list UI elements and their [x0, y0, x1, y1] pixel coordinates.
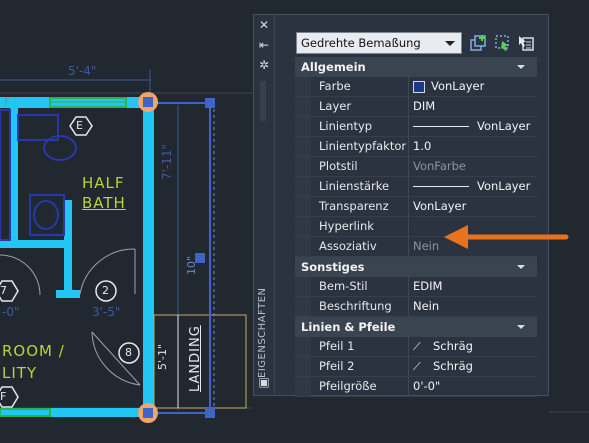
- dimension-top-text: 5'-4": [68, 64, 97, 78]
- room-label-half: HALF: [82, 174, 125, 192]
- tag-7: 7: [0, 284, 7, 297]
- oblique-arrowhead-icon: ⟋: [413, 340, 421, 353]
- property-value[interactable]: EDIM: [413, 279, 443, 293]
- properties-palette: ✕ ⇤ ✲ EIGENSCHAFTEN ▣ Gedrehte Bemaßung …: [253, 14, 549, 397]
- property-name: Plotstil: [311, 157, 409, 176]
- section-title: Linien & Pfeile: [301, 320, 396, 334]
- property-value[interactable]: 0'-0": [413, 379, 441, 393]
- property-row-transparenz[interactable]: Transparenz VonLayer: [295, 197, 537, 217]
- tag-e: E: [76, 119, 83, 132]
- section-sonstiges[interactable]: Sonstiges: [295, 257, 537, 277]
- property-value[interactable]: [409, 217, 537, 236]
- property-value[interactable]: ⟋Schräg: [409, 337, 537, 356]
- property-name: Farbe: [311, 77, 409, 96]
- property-row-pfeil-2[interactable]: Pfeil 2⟋Schräg: [295, 357, 537, 377]
- palette-title-text: EIGENSCHAFTEN: [257, 287, 268, 379]
- property-name: Assoziativ: [311, 237, 409, 256]
- dimension-right-text: 7'-11": [160, 143, 174, 180]
- object-type-value: Gedrehte Bemaßung: [301, 36, 421, 50]
- select-objects-icon[interactable]: [494, 34, 512, 52]
- property-name: Layer: [311, 97, 409, 116]
- room-label-bath: BATH: [82, 194, 126, 212]
- section-linien-pfeile[interactable]: Linien & Pfeile: [295, 317, 537, 337]
- collapse-icon[interactable]: [517, 325, 525, 329]
- object-type-select[interactable]: Gedrehte Bemaßung: [296, 32, 462, 54]
- oblique-arrowhead-icon: ⟋: [413, 360, 421, 373]
- property-row-assoziativ[interactable]: Assoziativ Nein: [295, 237, 537, 257]
- dimension-right-small-text: 10": [185, 255, 198, 275]
- dimension-lower-text: 3'-5": [92, 305, 121, 319]
- property-row-plotstil[interactable]: Plotstil VonFarbe: [295, 157, 537, 177]
- property-value: VonFarbe: [413, 159, 467, 173]
- drag-grip[interactable]: [260, 81, 266, 121]
- tag-8: 8: [125, 346, 132, 359]
- palette-menu-icon[interactable]: ▣: [258, 375, 270, 389]
- property-row-layer[interactable]: Layer DIM: [295, 97, 537, 117]
- property-value[interactable]: VonLayer: [413, 199, 467, 213]
- landing-label: LANDING: [188, 325, 203, 392]
- property-value: Nein: [413, 239, 440, 253]
- tag-f-top: F: [4, 97, 10, 108]
- section-allgemein[interactable]: Allgemein: [295, 57, 537, 77]
- property-name: Linienstärke: [311, 177, 409, 196]
- property-row-bem-stil[interactable]: Bem-Stil EDIM: [295, 277, 537, 297]
- lineweight-preview: [413, 186, 469, 187]
- collapse-icon[interactable]: [517, 65, 525, 69]
- palette-settings-icon[interactable]: ✲: [258, 58, 270, 72]
- collapse-icon[interactable]: [517, 265, 525, 269]
- room-label-lower-2: LITY: [2, 364, 38, 382]
- scrollbar[interactable]: [539, 59, 545, 389]
- property-value[interactable]: VonLayer: [409, 177, 537, 196]
- palette-title-strip[interactable]: ✕ ⇤ ✲ EIGENSCHAFTEN ▣: [254, 15, 275, 395]
- property-row-linientypfaktor[interactable]: Linientypfaktor 1.0: [295, 137, 537, 157]
- dimension-middle-text: 5'-1": [156, 343, 169, 370]
- property-value[interactable]: ⟋Schräg: [409, 357, 537, 376]
- tag-2: 2: [102, 284, 109, 297]
- color-swatch: [413, 80, 425, 93]
- property-name: Beschriftung: [311, 297, 409, 316]
- close-icon[interactable]: ✕: [258, 18, 270, 32]
- property-name: Pfeilgröße: [311, 377, 409, 396]
- linetype-preview: [413, 126, 469, 127]
- property-value[interactable]: VonLayer: [409, 117, 537, 136]
- property-name: Transparenz: [311, 197, 409, 216]
- tag-f: F: [0, 390, 7, 403]
- quick-select-icon[interactable]: [517, 34, 535, 52]
- palette-vertical-title: EIGENSCHAFTEN: [257, 287, 271, 379]
- property-value[interactable]: 1.0: [413, 139, 432, 153]
- dimension-left-lower-text: -0": [2, 305, 20, 319]
- property-name: Pfeil 2: [311, 357, 409, 376]
- property-row-pfeilgroesse[interactable]: Pfeilgröße 0'-0": [295, 377, 537, 397]
- property-value[interactable]: DIM: [413, 99, 436, 113]
- property-name: Bem-Stil: [311, 277, 409, 296]
- toggle-pickadd-icon[interactable]: [470, 34, 488, 52]
- property-value[interactable]: VonLayer: [409, 77, 537, 96]
- section-title: Allgemein: [301, 60, 366, 74]
- property-name: Hyperlink: [311, 217, 409, 236]
- property-name: Linientypfaktor: [311, 137, 409, 156]
- property-row-beschriftung[interactable]: Beschriftung Nein: [295, 297, 537, 317]
- section-title: Sonstiges: [301, 260, 365, 274]
- property-name: Pfeil 1: [311, 337, 409, 356]
- property-row-hyperlink[interactable]: Hyperlink: [295, 217, 537, 237]
- auto-hide-icon[interactable]: ⇤: [258, 38, 270, 52]
- property-value[interactable]: Nein: [413, 299, 440, 313]
- property-row-pfeil-1[interactable]: Pfeil 1⟋Schräg: [295, 337, 537, 357]
- room-label-lower-1: ROOM /: [2, 342, 65, 360]
- chevron-down-icon: [445, 41, 455, 46]
- property-name: Linientyp: [311, 117, 409, 136]
